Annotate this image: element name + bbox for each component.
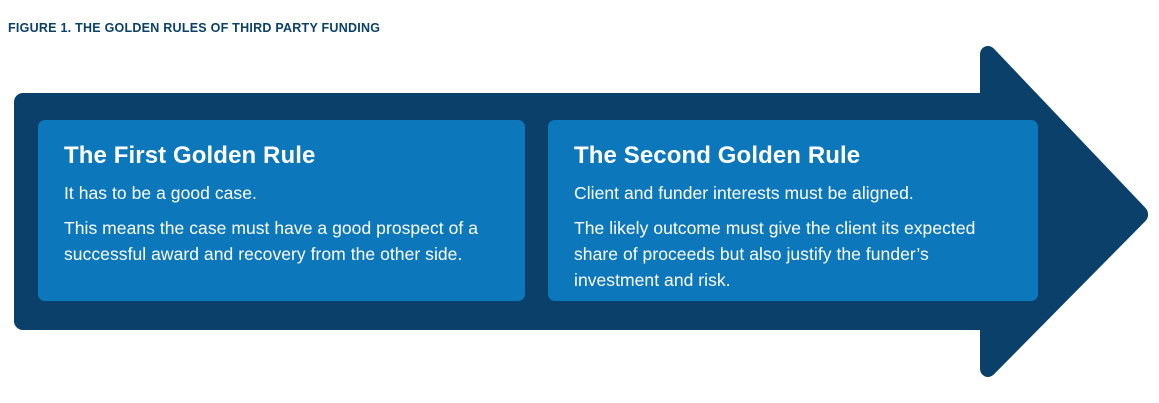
rule-card-line-2: This means the case must have a good pro… [64,218,478,264]
rule-card-heading: The First Golden Rule [64,142,316,169]
rule-card-line-1: Client and funder interests must be alig… [574,183,914,203]
rule-card-first-golden-rule: The First Golden Rule It has to be a goo… [38,120,525,301]
figure-caption: FIGURE 1. THE GOLDEN RULES OF THIRD PART… [8,21,381,35]
rule-card-line-1: It has to be a good case. [64,183,257,203]
rule-card-line-2: The likely outcome must give the client … [574,218,976,290]
rule-card-heading: The Second Golden Rule [574,142,861,169]
rule-card-second-golden-rule: The Second Golden Rule Client and funder… [548,120,1038,301]
